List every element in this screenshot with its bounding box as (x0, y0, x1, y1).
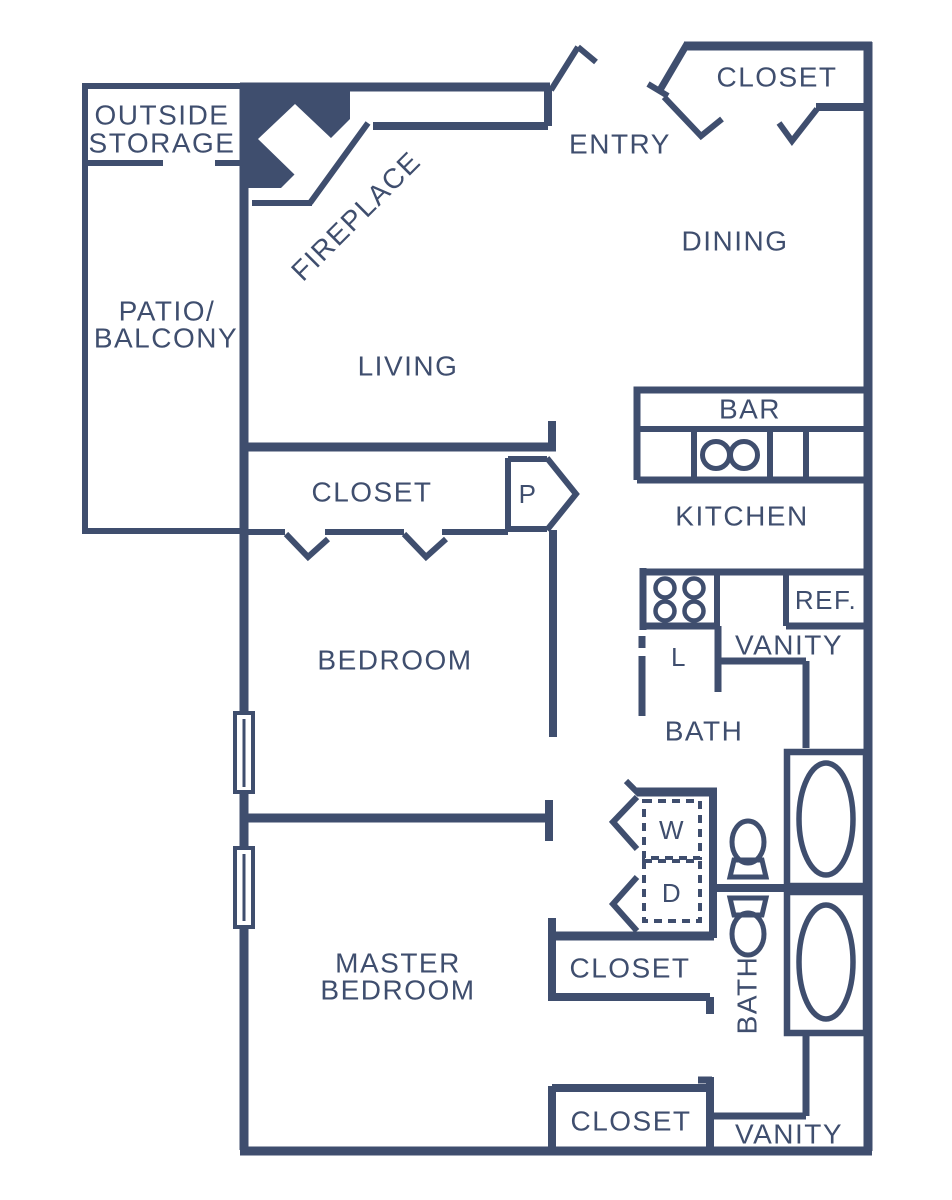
bathtub-lower (783, 888, 870, 1037)
room-label-master-closet-2: CLOSET (570, 1106, 691, 1137)
room-label-bar: BAR (719, 394, 781, 425)
entry-closet-door-swings (646, 81, 820, 146)
room-label-linen: L (671, 642, 687, 672)
room-label-master-bedroom-line1: MASTER (335, 948, 461, 979)
room-label-living: LIVING (358, 351, 459, 382)
room-label-washer: W (659, 815, 685, 845)
room-label-patio-line2: BALCONY (94, 323, 238, 354)
room-label-outside-storage-line2: STORAGE (89, 128, 236, 159)
room-label-kitchen: KITCHEN (675, 501, 808, 532)
room-label-vanity-lower: VANITY (735, 1119, 843, 1150)
room-label-patio-line1: PATIO/ (119, 296, 216, 327)
dryer-box (642, 859, 702, 923)
room-label-outside-storage-line1: OUTSIDE (95, 100, 230, 131)
room-label-pantry: P (519, 479, 538, 509)
tertiary-walls (638, 568, 810, 1120)
entry-closet-diagonal-wall (656, 42, 691, 92)
stove-burners (653, 576, 706, 623)
master-bedroom-window (233, 846, 255, 929)
fireplace-block (244, 83, 350, 188)
room-label-bedroom-closet: CLOSET (311, 477, 432, 508)
room-label-bath-lower: BATH (732, 956, 763, 1035)
toilet-upper-bath (726, 818, 770, 880)
bar-sink-bowl-right (728, 439, 760, 471)
room-label-bedroom: BEDROOM (317, 645, 472, 676)
bathtub-upper (783, 748, 870, 890)
toilet-lower-bath (726, 895, 770, 958)
room-label-entry: ENTRY (569, 129, 671, 160)
room-label-dining: DINING (682, 226, 789, 257)
room-label-refrigerator: REF. (795, 585, 857, 615)
room-label-fireplace: FIREPLACE (285, 145, 426, 286)
room-label-vanity-upper: VANITY (735, 630, 843, 661)
washer-box (642, 799, 702, 860)
bedroom-closet-door-swings (283, 531, 449, 562)
closet-pantry-walls (244, 121, 580, 535)
room-label-master-bedroom-line2: BEDROOM (320, 975, 475, 1006)
bar-sink-bowl-left (700, 439, 732, 471)
washer-dryer-door-swings (608, 778, 642, 933)
bedroom-window (233, 711, 255, 794)
room-label-bath-upper: BATH (665, 716, 744, 747)
patio-storage-walls (82, 83, 244, 534)
bar-counter (633, 386, 868, 484)
entry-door (548, 44, 598, 92)
room-label-master-closet-1: CLOSET (569, 953, 690, 984)
kitchen-counter (643, 568, 866, 630)
primary-walls (239, 41, 873, 1156)
room-label-dryer: D (662, 878, 682, 908)
room-label-entry-closet: CLOSET (716, 62, 837, 93)
